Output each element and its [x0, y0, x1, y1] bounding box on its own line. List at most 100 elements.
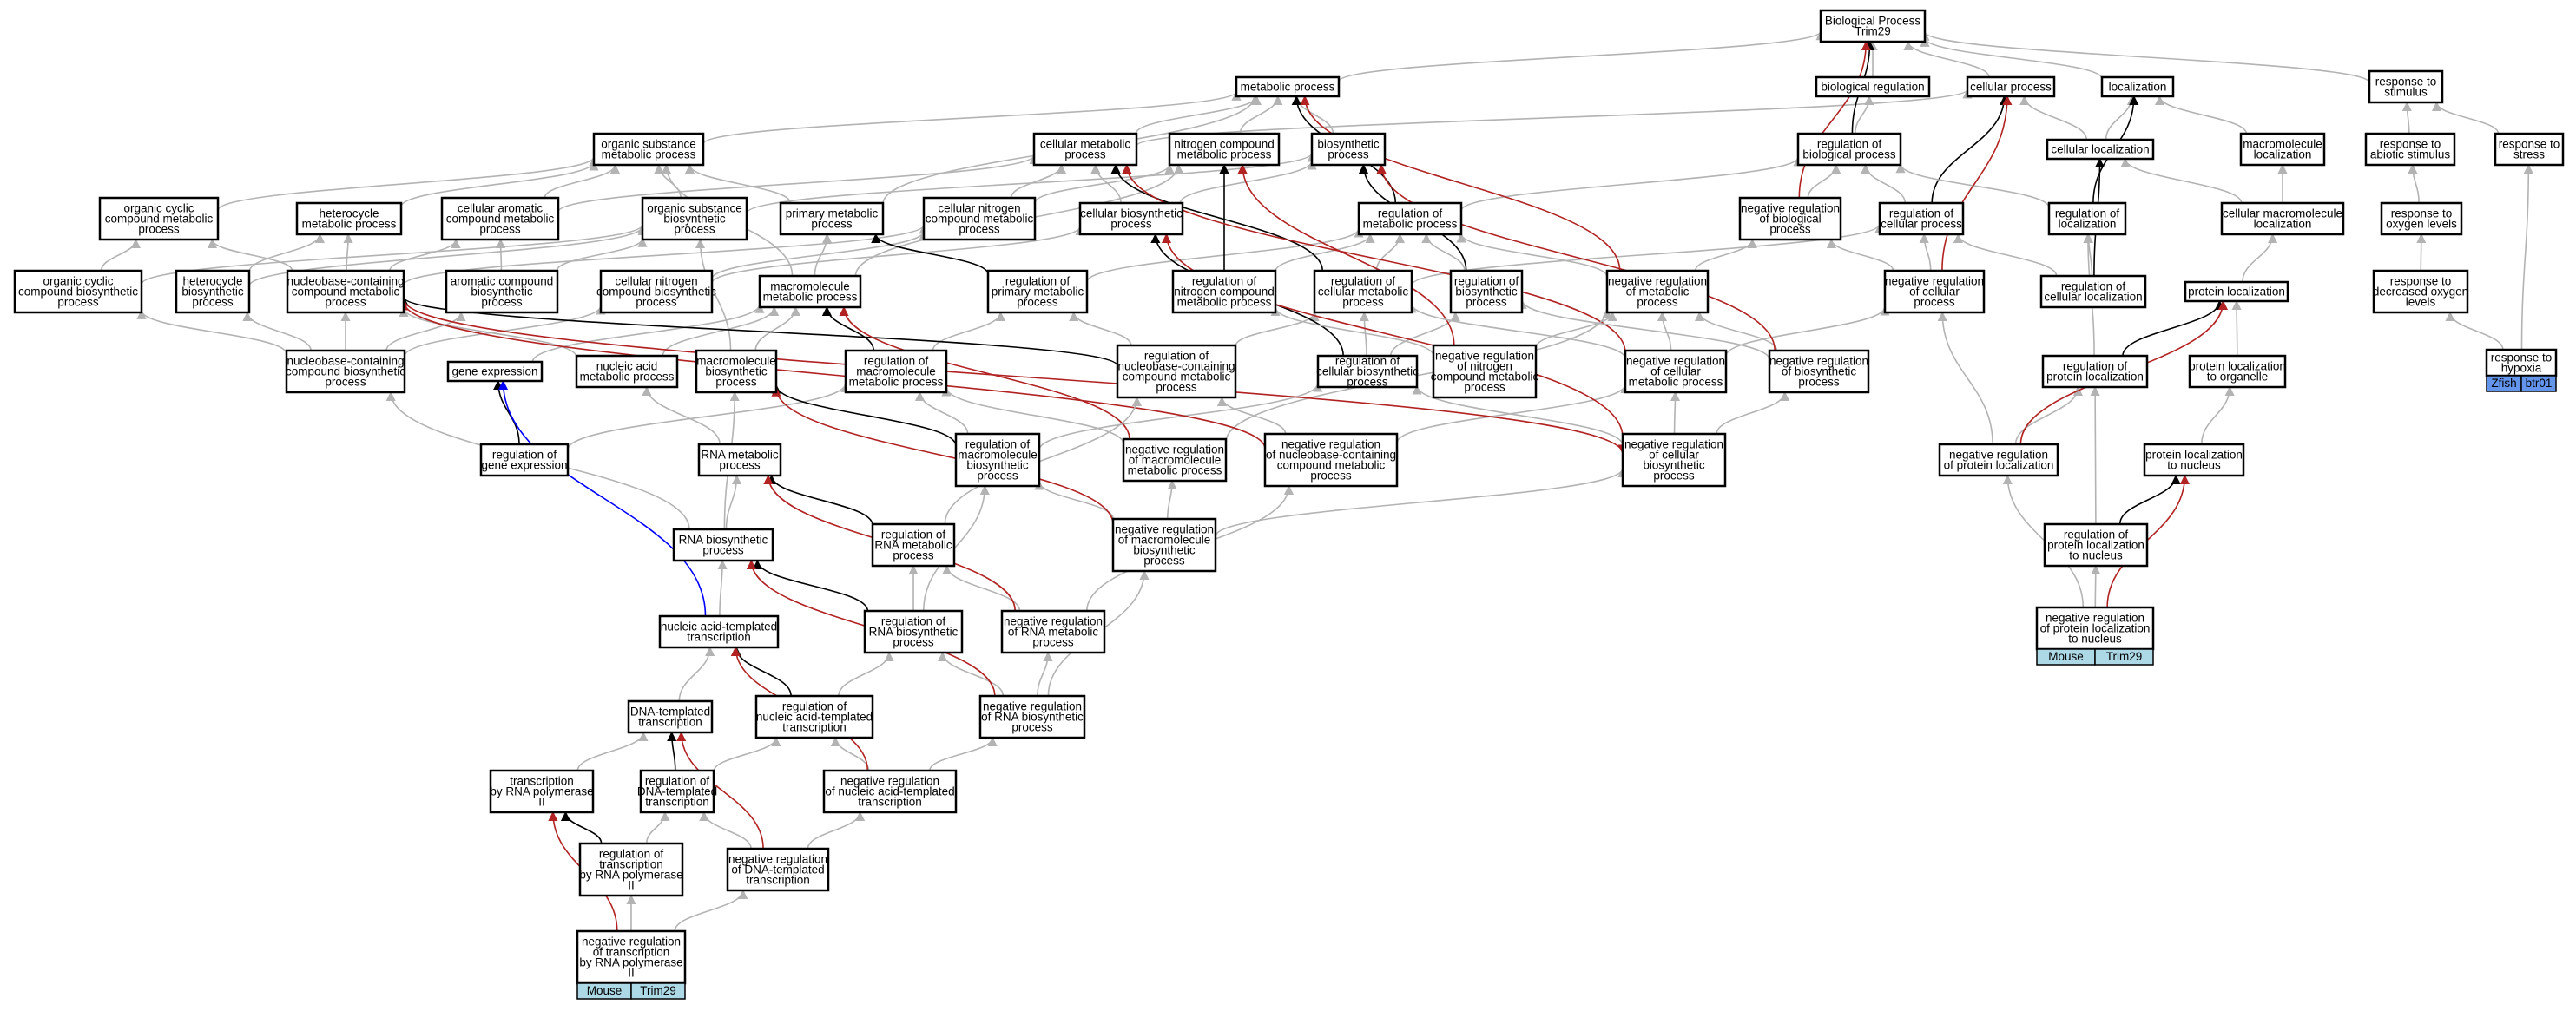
go-term-node-cellular-localization[interactable]: cellular localization	[2046, 138, 2155, 161]
go-term-node-regulation-of-macromolecule-biosynthetic-process[interactable]: regulation ofmacromoleculebiosyntheticpr…	[954, 432, 1041, 488]
go-term-node-metabolic-process[interactable]: metabolic process	[1235, 75, 1341, 98]
go-term-label: stimulus	[2384, 86, 2428, 99]
edge-is-a	[531, 303, 765, 363]
go-term-label: response to	[2391, 207, 2453, 220]
go-term-label: regulation of	[1454, 275, 1519, 288]
go-term-label: response to	[2375, 75, 2437, 89]
go-term-label: transcription	[645, 796, 709, 809]
go-term-label: RNA metabolic	[874, 539, 952, 552]
go-term-label: regulation of	[2064, 528, 2129, 542]
go-term-box	[779, 201, 885, 236]
go-term-label: process	[1769, 223, 1811, 236]
edge-negatively-regulates	[1161, 233, 1624, 437]
go-term-node-gene-expression[interactable]: gene expression	[446, 360, 544, 383]
go-term-node-regulation-of-nucleobase-containing-compound-metabolic-process[interactable]: regulation ofnucleobase-containingcompou…	[1116, 344, 1237, 399]
go-term-label: compound metabolic	[1277, 459, 1386, 472]
go-term-node-localization[interactable]: localization	[2100, 75, 2175, 98]
edge-is-a	[1412, 384, 1624, 446]
go-term-node-cellular-process[interactable]: cellular process	[1966, 75, 2056, 98]
go-term-label: metabolic process	[1177, 148, 1272, 161]
edge-is-a	[929, 736, 998, 771]
go-term-node-protein-localization[interactable]: protein localization	[2184, 280, 2289, 303]
edge-is-a	[695, 238, 732, 351]
go-term-box	[479, 443, 570, 477]
go-term-box	[2485, 348, 2558, 377]
go-term-node-biological-regulation[interactable]: biological regulation	[1815, 75, 1931, 98]
go-term-label: process	[1637, 296, 1678, 309]
